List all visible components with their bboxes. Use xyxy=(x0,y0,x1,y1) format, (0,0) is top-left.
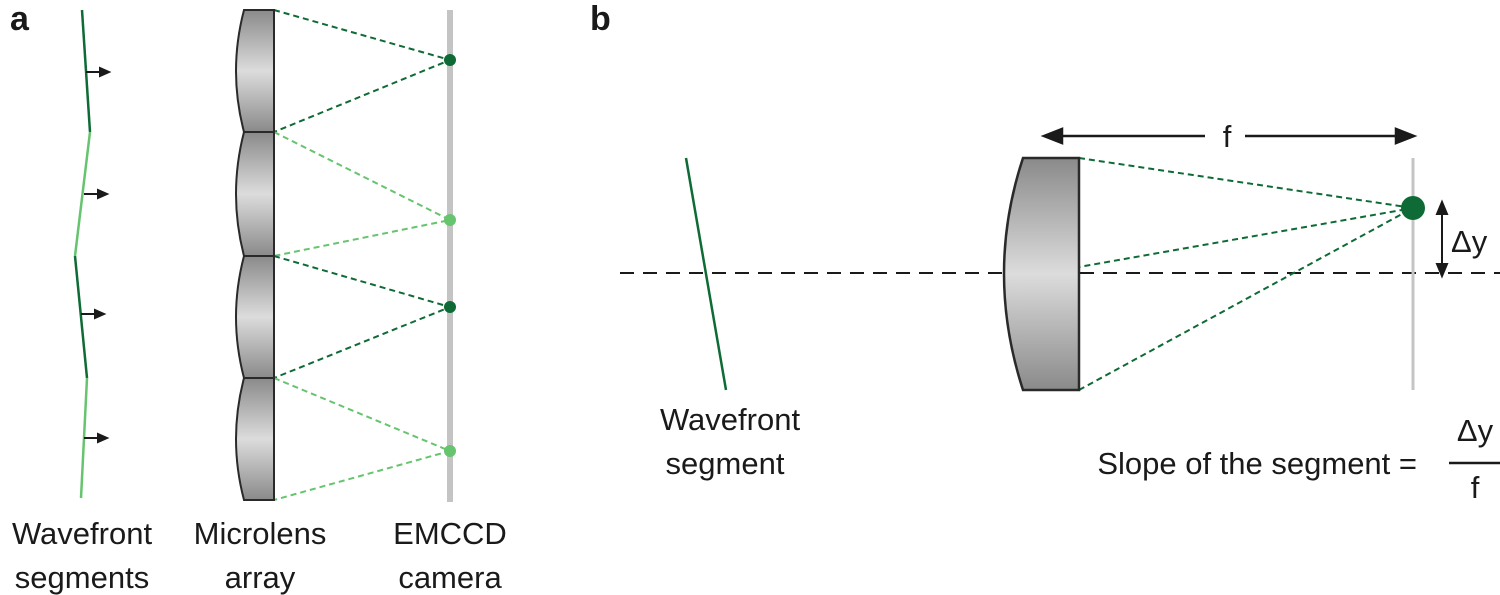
label-wavefront-line2: segments xyxy=(15,560,149,595)
slope-fraction-numerator: Δy xyxy=(1457,413,1494,448)
focal-length-arrow xyxy=(1040,127,1418,145)
slope-fraction-denominator: f xyxy=(1471,470,1480,505)
panel-b-letter: b xyxy=(590,0,611,38)
arrow-icon xyxy=(81,308,107,320)
focal-length-label: f xyxy=(1223,119,1232,154)
arrow-up-icon xyxy=(1435,199,1449,215)
label-camera-line1: EMCCD xyxy=(393,516,507,551)
focal-spot-1 xyxy=(444,54,456,66)
focal-spot-4 xyxy=(444,445,456,457)
lens xyxy=(1002,156,1081,392)
arrow-left-icon xyxy=(1040,127,1064,145)
focal-spots xyxy=(444,54,456,457)
label-camera-line2: camera xyxy=(398,560,502,595)
label-wavefront-line1: Wavefront xyxy=(12,516,153,551)
slope-formula-text: Slope of the segment = xyxy=(1097,446,1417,481)
arrow-right-icon xyxy=(1394,127,1418,145)
arrow-icon xyxy=(84,432,110,444)
ray-pair-4 xyxy=(273,377,454,501)
propagation-arrows xyxy=(81,66,112,444)
microlens-array xyxy=(235,9,275,501)
microlens-4 xyxy=(235,377,275,501)
focusing-rays-b xyxy=(1044,157,1414,391)
wavefront-segment xyxy=(684,157,728,391)
arrow-icon xyxy=(86,66,112,78)
ray-pair-3 xyxy=(273,255,454,379)
ray-pair-1 xyxy=(273,9,454,133)
microlens-3 xyxy=(235,255,275,379)
label-wavefront-segment-line1: Wavefront xyxy=(660,402,801,437)
microlens-1 xyxy=(235,9,275,133)
delta-y-label: Δy xyxy=(1451,224,1488,259)
wavefront-segment-2 xyxy=(73,131,92,257)
label-microlens-line1: Microlens xyxy=(194,516,327,551)
ray-pair-2 xyxy=(273,131,454,257)
microlens-2 xyxy=(235,131,275,257)
wavefront-segments xyxy=(73,9,92,499)
panel-a-letter: a xyxy=(10,0,30,38)
focusing-rays xyxy=(273,9,454,501)
arrow-icon xyxy=(84,188,110,200)
focal-spot-2 xyxy=(444,214,456,226)
label-microlens-line2: array xyxy=(225,560,296,595)
arrow-down-icon xyxy=(1435,263,1449,279)
label-wavefront-segment-line2: segment xyxy=(666,446,785,481)
wavefront-segment-3 xyxy=(73,255,89,379)
focal-spot-3 xyxy=(444,301,456,313)
delta-y-arrow xyxy=(1435,199,1449,279)
focal-spot xyxy=(1401,196,1425,220)
